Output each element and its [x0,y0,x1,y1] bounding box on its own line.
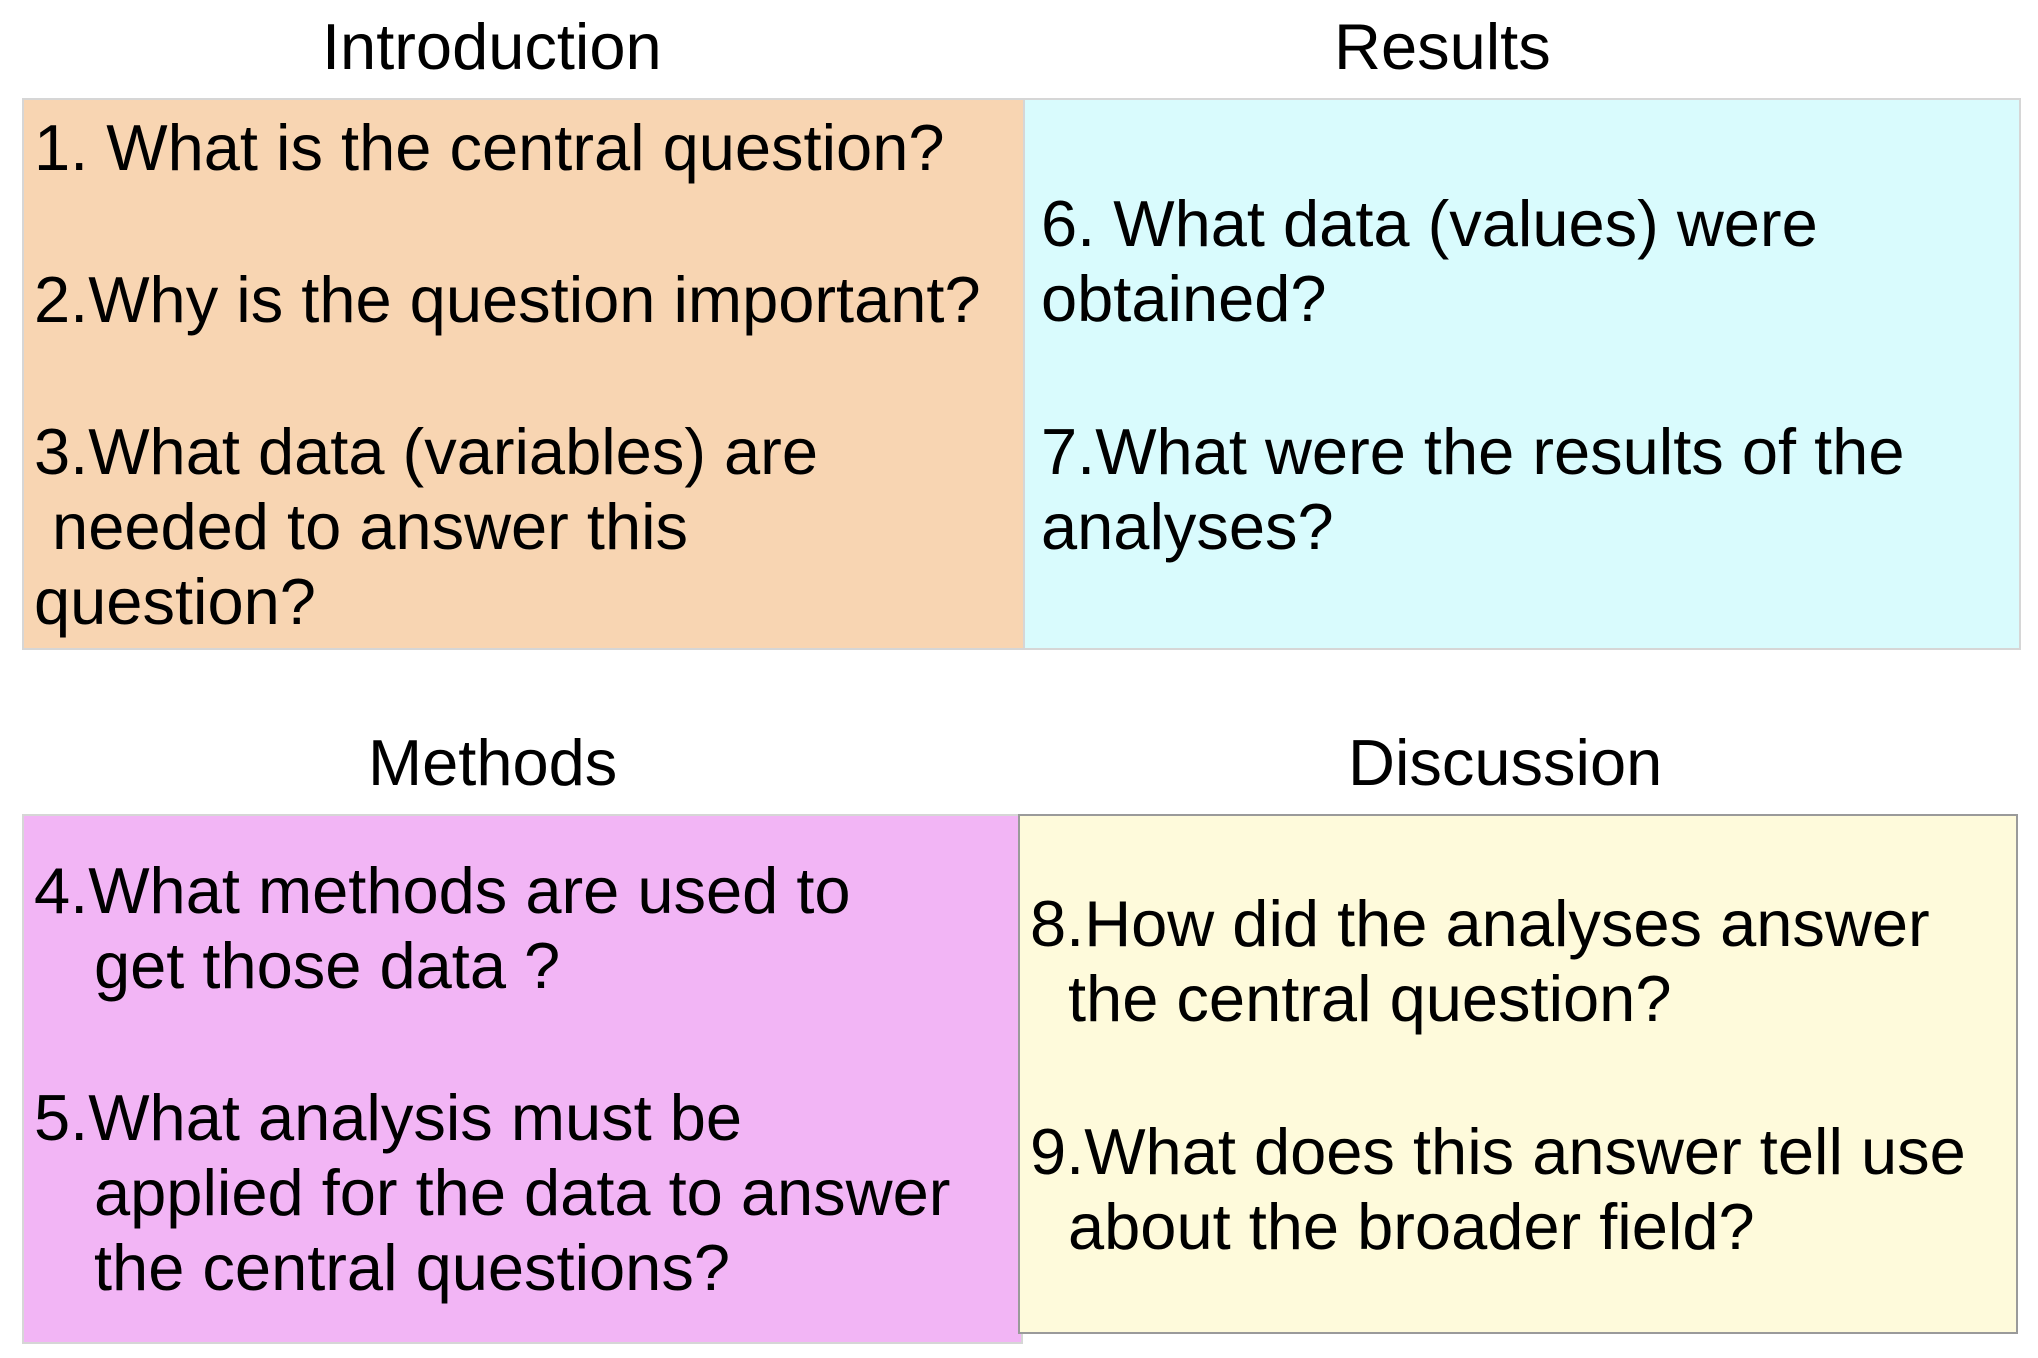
question-7: 7.What were the results of the analyses? [1041,414,1904,564]
discussion-heading: Discussion [1348,726,1663,799]
question-9: 9.What does this answer tell use about t… [1030,1114,1966,1264]
question-line: 3.What data (variables) are [34,415,818,488]
question-line: the central questions? [94,1231,730,1304]
introduction-heading: Introduction [322,10,662,83]
question-line: 2.Why is the question important? [34,263,981,336]
question-line: 6. What data (values) were [1041,187,1818,260]
introduction-box [22,98,1025,650]
discussion-box [1018,814,2018,1334]
question-1: 1. What is the central question? [34,110,945,185]
methods-box [22,814,1023,1344]
question-3: 3.What data (variables) are needed to an… [34,414,818,639]
question-line: get those data ? [94,929,561,1002]
question-5: 5.What analysis must be applied for the … [34,1080,950,1305]
question-6: 6. What data (values) were obtained? [1041,186,1818,336]
question-line: 8.How did the analyses answer [1030,887,1930,960]
question-4: 4.What methods are used to get those dat… [34,853,851,1003]
question-line: question? [34,565,316,638]
question-line: 5.What analysis must be [34,1081,743,1154]
question-2: 2.Why is the question important? [34,262,981,337]
question-line: applied for the data to answer [94,1156,951,1229]
results-heading: Results [1334,10,1551,83]
question-line: about the broader field? [1068,1190,1755,1263]
question-8: 8.How did the analyses answer the centra… [1030,886,1930,1036]
question-line: 9.What does this answer tell use [1030,1115,1966,1188]
question-line: analyses? [1041,490,1334,563]
question-line: the central question? [1068,962,1672,1035]
methods-heading: Methods [368,726,618,799]
question-line: 7.What were the results of the [1041,415,1905,488]
results-box [1023,98,2021,650]
question-line: 1. What is the central question? [34,111,945,184]
question-line: obtained? [1041,262,1327,335]
question-line: 4.What methods are used to [34,854,851,927]
question-line: needed to answer this [34,490,689,563]
